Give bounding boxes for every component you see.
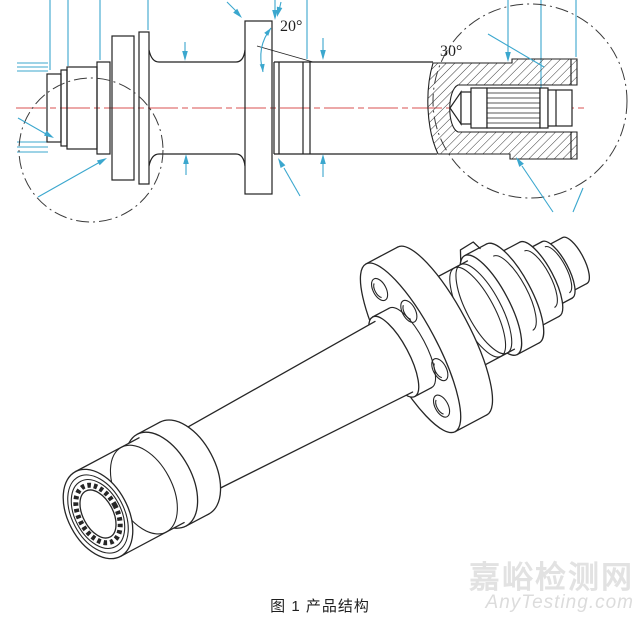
flange-plate-2	[138, 31, 150, 185]
angle-label-20: 20°	[280, 18, 302, 35]
extension-lines	[17, 0, 577, 153]
figure-caption: 图 1 产品结构	[270, 598, 370, 615]
internal-spline-parts	[449, 87, 573, 129]
iso-view	[62, 236, 591, 560]
right-detail-circle	[432, 3, 628, 199]
left-detail-circle	[18, 77, 164, 223]
flange-2	[244, 20, 273, 195]
watermark-site-name: 嘉峪检测网	[469, 560, 634, 595]
watermark-site-url: AnyTesting.com	[485, 592, 634, 613]
lock-ring-notch	[459, 241, 481, 262]
dimension-arrows	[17, 1, 584, 213]
angle-label-30: 30°	[440, 43, 462, 60]
shaft-profile	[46, 20, 437, 195]
watermark: 嘉峪检测网 AnyTesting.com	[469, 562, 634, 612]
flange-plate-1	[111, 35, 135, 181]
orthographic-view: 20° 30°	[16, 0, 628, 223]
section-hatch	[427, 58, 578, 160]
internal-spline-teeth	[73, 482, 123, 546]
